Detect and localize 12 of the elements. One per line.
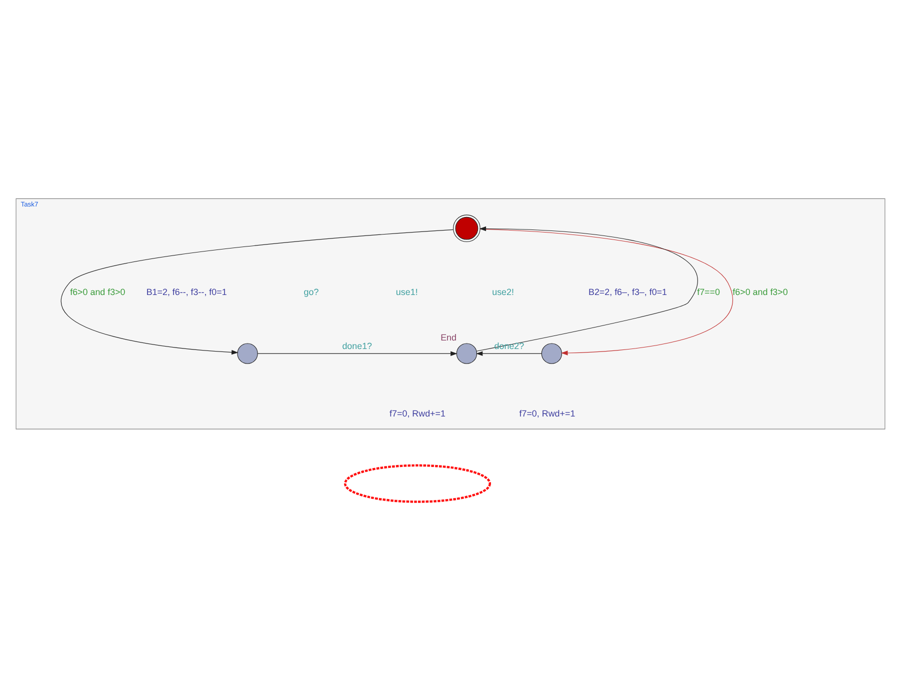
- label: f7=0, Rwd+=1: [519, 408, 576, 419]
- edge-label: f7==0: [697, 286, 720, 297]
- label: use2!: [492, 286, 514, 297]
- node-label: End: [440, 332, 456, 343]
- edge-label: done1?: [342, 341, 372, 352]
- label: B1=2, f6--, f3--, f0=1: [146, 286, 227, 297]
- label: B2=2, f6–, f3–, f0=1: [588, 286, 668, 297]
- label: f7=0, Rwd+=1: [390, 408, 446, 419]
- edge-label: f6>0 and f3>0: [732, 286, 788, 297]
- label: use1!: [396, 286, 418, 297]
- edge-label: f6>0 and f3>0: [70, 286, 126, 297]
- label: go?: [304, 286, 319, 297]
